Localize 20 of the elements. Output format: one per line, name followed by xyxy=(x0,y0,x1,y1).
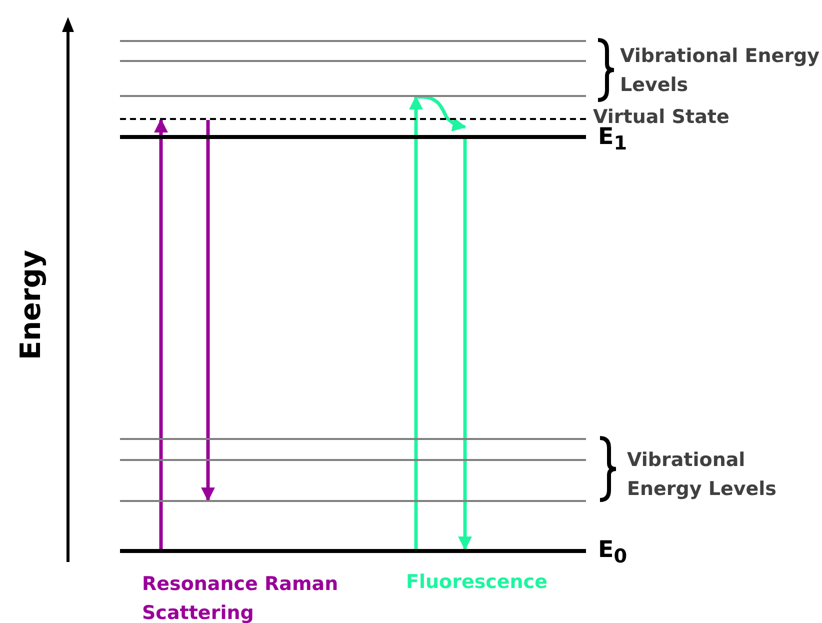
transition-arrow xyxy=(154,118,168,549)
process-label: Fluorescence xyxy=(406,570,548,595)
transition-arrow xyxy=(201,120,215,502)
energy-level-line xyxy=(120,500,586,502)
energy-level-line xyxy=(120,438,586,440)
energy-level-label: E$_{0}$ xyxy=(598,537,628,568)
energy-level-line xyxy=(120,549,586,553)
transition-arrow xyxy=(458,139,472,550)
process-label: Resonance Raman Scattering xyxy=(142,572,340,623)
level-label: Vibrational Energy Levels xyxy=(627,448,778,502)
energy-level-line xyxy=(120,40,586,42)
energy-level-line xyxy=(120,95,586,97)
relaxation-arrow xyxy=(418,95,466,132)
energy-level-line xyxy=(120,459,586,461)
energy-level-line xyxy=(120,60,586,62)
transition-arrow xyxy=(409,96,423,549)
energy-level-line xyxy=(120,135,586,139)
virtual-state-line xyxy=(120,118,586,120)
axis-label: Energy xyxy=(13,250,48,360)
level-label: Vibrational Energy Levels xyxy=(620,44,820,98)
